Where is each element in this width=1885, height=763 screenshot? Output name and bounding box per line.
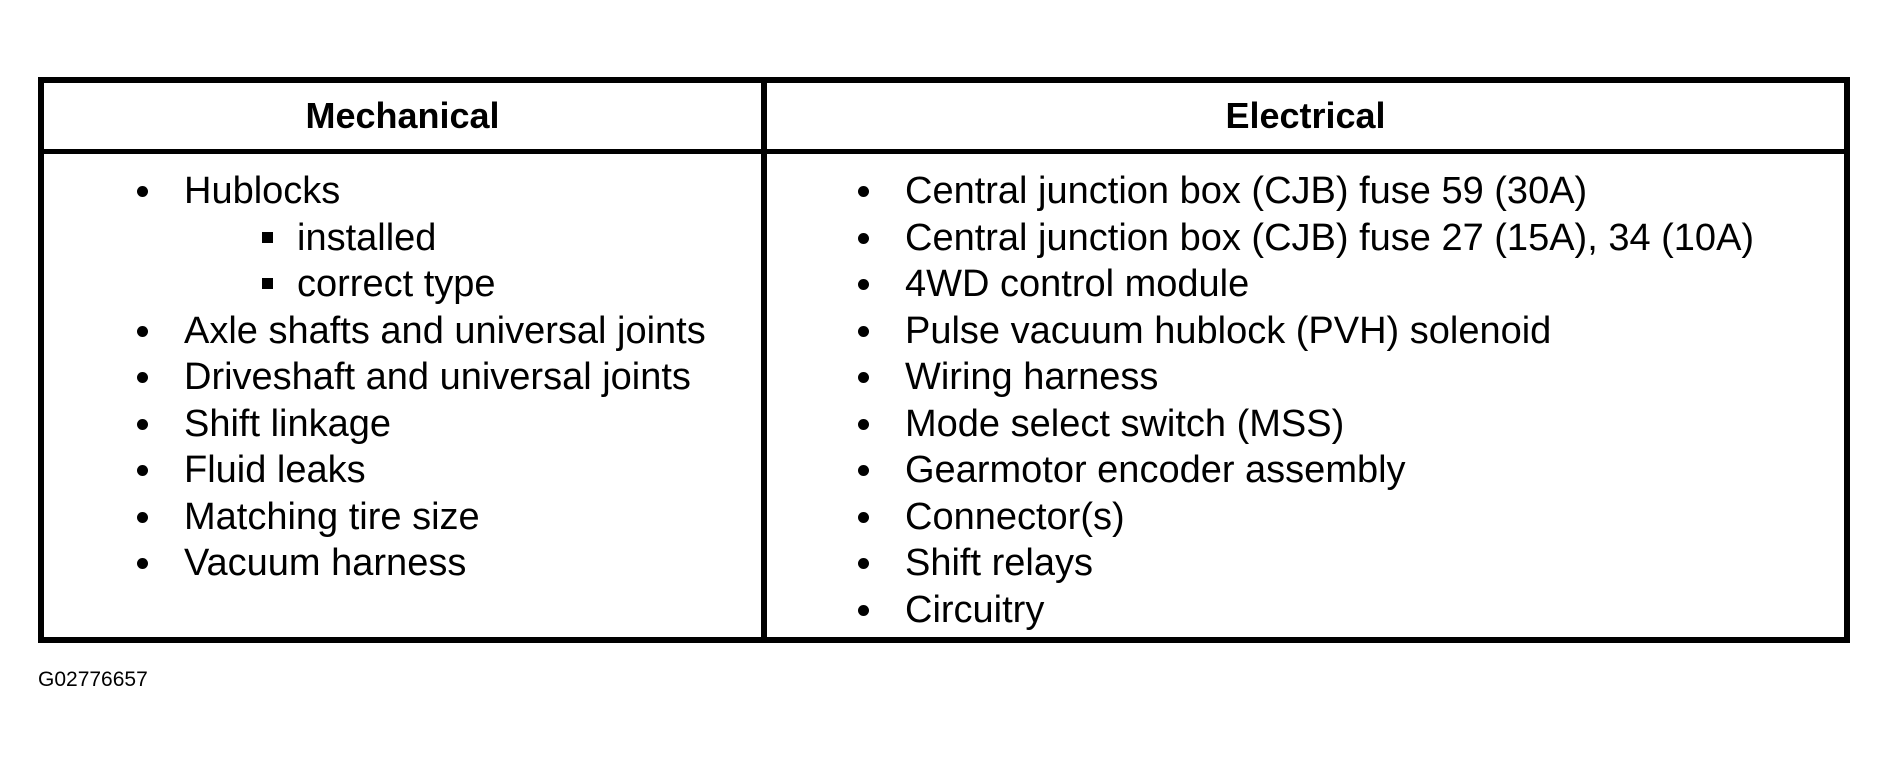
list-item-label: Driveshaft and universal joints	[184, 356, 691, 398]
mechanical-header: Mechanical	[44, 83, 767, 154]
bullet-icon	[858, 372, 869, 383]
list-item-label: Connector(s)	[905, 495, 1125, 538]
list-item-label: Mode select switch (MSS)	[905, 402, 1345, 445]
bullet-icon	[137, 465, 148, 476]
bullet-icon	[858, 186, 869, 197]
list-item: Matching tire size	[44, 494, 761, 541]
list-item-label: Shift linkage	[184, 402, 392, 445]
bullet-icon	[858, 325, 869, 337]
bullet-icon	[858, 279, 869, 290]
figure-id: G02776657	[38, 668, 148, 691]
mechanical-column: Hublocks installed correct type Axle sha…	[44, 154, 767, 637]
list-item: 4WD control module	[767, 261, 1844, 308]
bullet-icon	[858, 604, 869, 616]
inspection-table: Mechanical Electrical Hublocks installed…	[38, 77, 1850, 643]
list-item: Central junction box (CJB) fuse 59 (30A)	[767, 168, 1844, 215]
list-item-label: Pulse vacuum hublock (PVH) solenoid	[905, 309, 1552, 352]
list-item: Axle shafts and universal joints	[44, 308, 761, 355]
bullet-icon	[137, 186, 148, 197]
list-item-label: Shift relays	[905, 542, 1093, 584]
list-item-label: Axle shafts and universal joints	[184, 309, 706, 352]
list-item: Pulse vacuum hublock (PVH) solenoid	[767, 308, 1844, 355]
list-item-label: Wiring harness	[905, 356, 1159, 398]
bullet-icon	[137, 558, 148, 569]
list-item-label: 4WD control module	[905, 263, 1250, 305]
list-item-label: Vacuum harness	[184, 542, 467, 584]
list-item-label: Circuitry	[905, 588, 1045, 631]
hublocks-sub-list: installed correct type	[44, 215, 761, 308]
bullet-icon	[858, 465, 869, 476]
bullet-icon	[858, 232, 869, 244]
bullet-icon	[858, 558, 869, 569]
bullet-icon	[137, 372, 148, 383]
list-item-label: Central junction box (CJB) fuse 27 (15A)…	[905, 216, 1755, 259]
list-item: Circuitry	[767, 587, 1844, 634]
bullet-icon	[137, 511, 148, 523]
mechanical-list: Hublocks installed correct type Axle sha…	[44, 168, 761, 587]
list-item: Vacuum harness	[44, 540, 761, 587]
electrical-column: Central junction box (CJB) fuse 59 (30A)…	[767, 154, 1844, 637]
list-item-label: Fluid leaks	[184, 449, 366, 491]
list-item: Gearmotor encoder assembly	[767, 447, 1844, 494]
list-item-label: Gearmotor encoder assembly	[905, 449, 1406, 491]
bullet-icon	[137, 418, 148, 430]
sub-list-item: installed	[44, 215, 761, 262]
sub-list-item-label: installed	[297, 216, 437, 259]
bullet-icon	[137, 325, 148, 337]
list-item: Shift linkage	[44, 401, 761, 448]
bullet-icon	[858, 511, 869, 523]
square-bullet-icon	[262, 278, 273, 289]
sub-list-item: correct type	[44, 261, 761, 308]
sub-list-item-label: correct type	[297, 263, 496, 305]
list-item: Wiring harness	[767, 354, 1844, 401]
list-item: Mode select switch (MSS)	[767, 401, 1844, 448]
electrical-list: Central junction box (CJB) fuse 59 (30A)…	[767, 168, 1844, 633]
list-item: Driveshaft and universal joints	[44, 354, 761, 401]
square-bullet-icon	[262, 231, 273, 243]
bullet-icon	[858, 418, 869, 430]
list-item: Central junction box (CJB) fuse 27 (15A)…	[767, 215, 1844, 262]
list-item: Fluid leaks	[44, 447, 761, 494]
list-item: Shift relays	[767, 540, 1844, 587]
electrical-header: Electrical	[767, 83, 1844, 154]
list-item-label: Matching tire size	[184, 495, 480, 538]
list-item: Connector(s)	[767, 494, 1844, 541]
list-item-label: Hublocks	[184, 170, 341, 212]
list-item-label: Central junction box (CJB) fuse 59 (30A)	[905, 170, 1588, 212]
list-item: Hublocks installed correct type	[44, 168, 761, 308]
